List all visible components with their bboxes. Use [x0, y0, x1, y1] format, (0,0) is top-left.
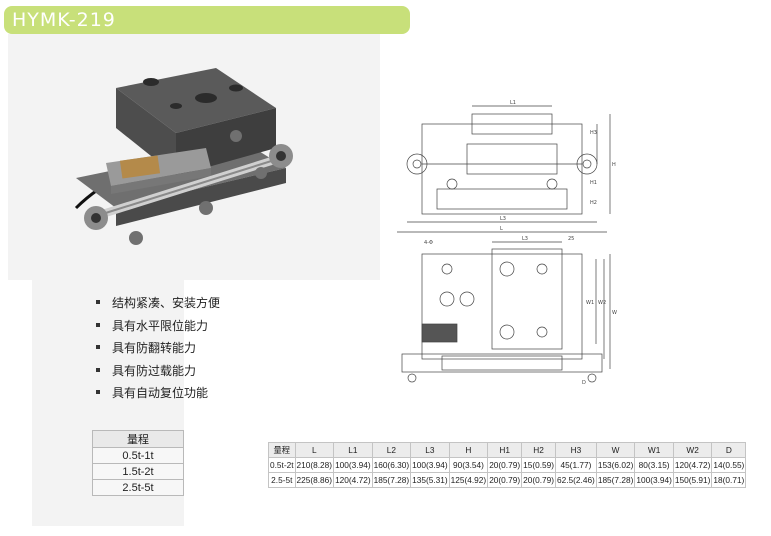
spec-cell: 120(4.72) [672, 457, 713, 473]
range-cell: 2.5t-5t [92, 479, 184, 496]
spec-cell: 185(7.28) [371, 472, 412, 488]
drawing-label: 25 [568, 236, 574, 242]
spec-header: L [294, 442, 335, 458]
spec-cell: 62.5(2.46) [555, 472, 597, 488]
drawing-label: L1 [510, 100, 516, 106]
drawing-label: W2 [598, 300, 606, 306]
spec-cell: 185(7.28) [595, 472, 636, 488]
drawing-label: L [500, 226, 503, 232]
product-photo [74, 68, 293, 245]
spec-cell: 20(0.79) [487, 457, 523, 473]
spec-cell: 150(5.91) [672, 472, 713, 488]
drawing-label: D [582, 380, 586, 386]
spec-cell: 120(4.72) [333, 472, 373, 488]
drawing-label: H2 [590, 200, 597, 206]
drawing-label: 4-Φ [424, 240, 433, 246]
drawing-label: L3 [522, 236, 528, 242]
feature-item: 具有水平限位能力 [96, 319, 220, 342]
spec-cell: 15(0.59) [521, 457, 556, 473]
feature-item: 结构紧凑、安装方便 [96, 296, 220, 319]
spec-cell: 18(0.71) [711, 472, 747, 488]
spec-cell: 225(8.86) [294, 472, 335, 488]
range-cell: 1.5t-2t [92, 463, 184, 480]
spec-header: L3 [410, 442, 450, 458]
range-cell: 0.5t-1t [92, 447, 184, 464]
technical-drawing: L1 H3 H1 H H2 L L3 4-Φ L3 25 W W2 W1 D [397, 100, 617, 386]
spec-header: W1 [634, 442, 674, 458]
drawing-label: H [612, 162, 616, 168]
spec-header: H1 [487, 442, 523, 458]
drawing-label: H1 [590, 180, 597, 186]
spec-cell: 153(6.02) [595, 457, 636, 473]
spec-header: H2 [521, 442, 556, 458]
spec-cell: 135(5.31) [410, 472, 450, 488]
spec-header: L2 [371, 442, 412, 458]
spec-header: L1 [333, 442, 373, 458]
spec-cell: 20(0.79) [487, 472, 523, 488]
spec-cell: 80(3.15) [634, 457, 674, 473]
feature-list: 结构紧凑、安装方便 具有水平限位能力 具有防翻转能力 具有防过载能力 具有自动复… [96, 296, 220, 409]
spec-header: W2 [672, 442, 713, 458]
feature-item: 具有自动复位功能 [96, 386, 220, 409]
spec-cell: 100(3.94) [410, 457, 450, 473]
spec-header: D [711, 442, 747, 458]
spec-header: 量程 [268, 442, 296, 458]
spec-cell: 160(6.30) [371, 457, 412, 473]
drawing-label: H3 [590, 130, 597, 136]
spec-cell: 14(0.55) [711, 457, 747, 473]
spec-cell: 100(3.94) [634, 472, 674, 488]
spec-cell: 2.5-5t [268, 472, 296, 488]
spec-cell: 20(0.79) [521, 472, 556, 488]
spec-header: H [448, 442, 489, 458]
spec-cell: 100(3.94) [333, 457, 373, 473]
spec-cell: 90(3.54) [448, 457, 489, 473]
spec-cell: 210(8.28) [294, 457, 335, 473]
dimension-spec-table: 量程 L L1 L2 L3 H H1 H2 H3 W W1 W2 D 0.5t-… [268, 442, 747, 488]
spec-header: W [595, 442, 636, 458]
spec-cell: 45(1.77) [555, 457, 597, 473]
page-title: HYMK-219 [4, 6, 410, 34]
drawing-label: L3 [500, 216, 506, 222]
spec-header: H3 [555, 442, 597, 458]
feature-item: 具有防翻转能力 [96, 341, 220, 364]
range-header: 量程 [92, 430, 184, 448]
drawing-label: W1 [586, 300, 594, 306]
feature-item: 具有防过载能力 [96, 364, 220, 387]
capacity-range-table: 量程 0.5t-1t 1.5t-2t 2.5t-5t [92, 430, 184, 496]
spec-cell: 125(4.92) [448, 472, 489, 488]
drawing-label: W [612, 310, 617, 316]
spec-cell: 0.5t-2t [268, 457, 296, 473]
